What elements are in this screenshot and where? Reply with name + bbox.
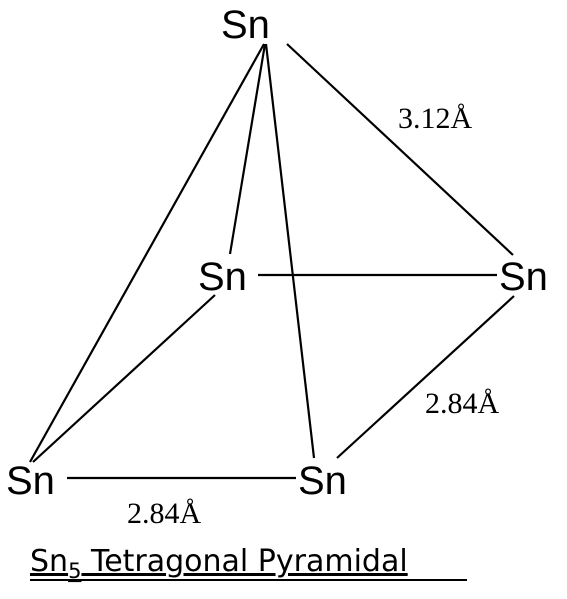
bonds bbox=[29, 43, 515, 480]
distance-label-base-edge-bottom: 2.84Å bbox=[127, 497, 202, 530]
caption-text: Sn5 Tetragonal Pyramidal bbox=[30, 544, 408, 583]
atom-label-apex: Sn bbox=[221, 3, 270, 47]
atom-label-mid-right: Sn bbox=[499, 255, 548, 299]
caption: Sn5 Tetragonal Pyramidal bbox=[30, 544, 467, 583]
bond-mid-right-bottom-right bbox=[336, 295, 515, 459]
bond-apex-bottom-left bbox=[29, 43, 265, 463]
caption-formula-symbol: Sn bbox=[30, 544, 68, 579]
bond-mid-left-bottom-left bbox=[32, 294, 216, 463]
bond-apex-mid-right bbox=[286, 43, 514, 256]
atom-label-mid-left: Sn bbox=[198, 255, 247, 299]
caption-formula-subscript: 5 bbox=[68, 559, 81, 583]
distance-label-apex-to-base: 3.12Å bbox=[398, 102, 473, 135]
atom-label-bottom-right: Sn bbox=[298, 459, 347, 503]
caption-name: Tetragonal Pyramidal bbox=[81, 544, 407, 579]
bond-apex-mid-left bbox=[228, 43, 267, 255]
bond-apex-bottom-right bbox=[264, 43, 316, 459]
atom-label-bottom-left: Sn bbox=[6, 459, 55, 503]
distance-label-base-edge-right: 2.84Å bbox=[425, 387, 500, 420]
